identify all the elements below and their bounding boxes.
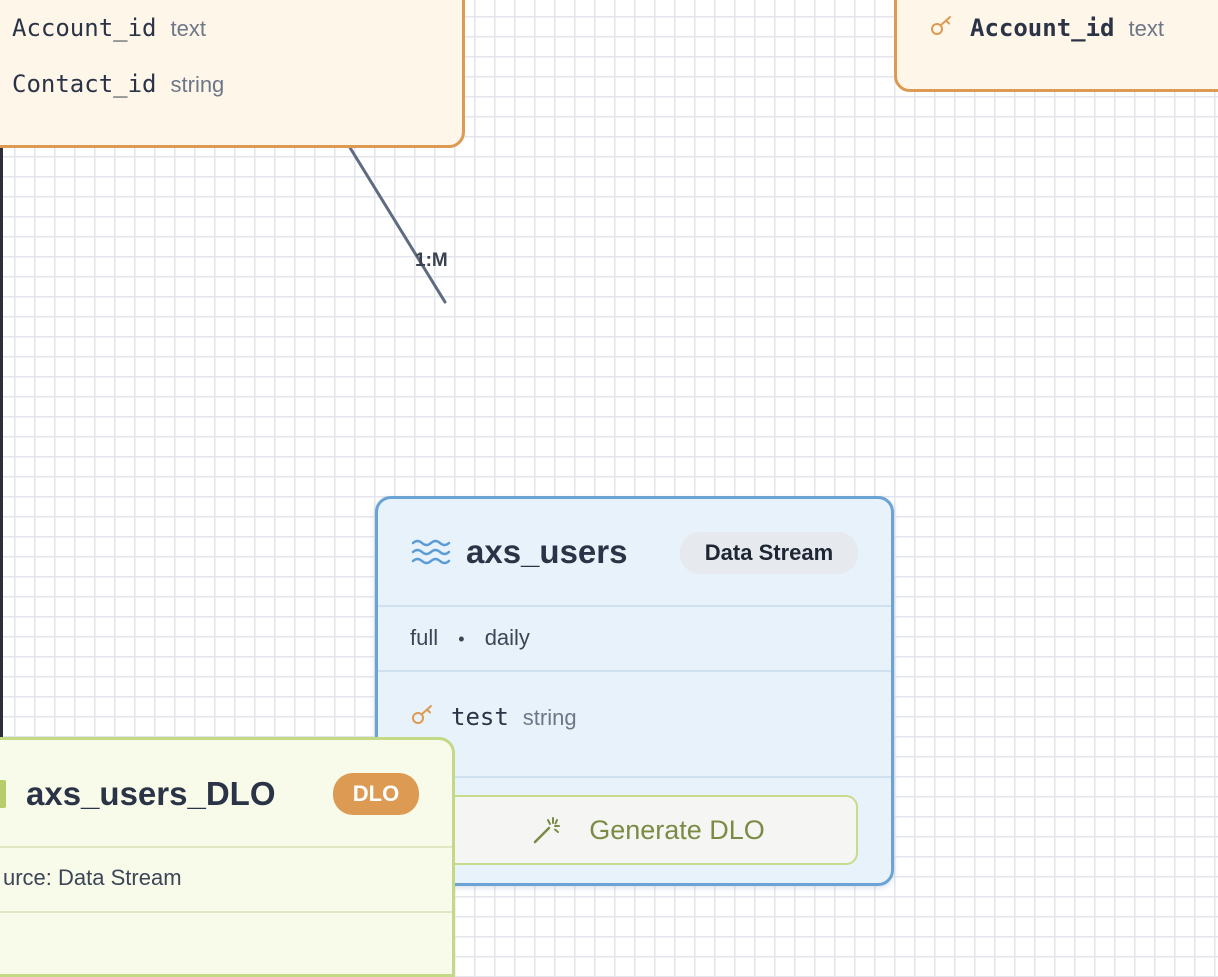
magic-wand-icon [533, 817, 561, 844]
field-row[interactable]: Account_id text [12, 14, 206, 42]
refresh-mode: full [410, 625, 439, 650]
field-row[interactable]: Contact_id string [12, 70, 224, 98]
dlo-badge: DLO [333, 773, 419, 815]
entity-title: axs_users [466, 533, 628, 570]
divider [378, 605, 891, 607]
field-name: Account_id [970, 14, 1115, 42]
field-name: Account_id [12, 14, 157, 42]
field-name: test [451, 703, 509, 731]
stream-waves-icon [411, 539, 451, 565]
canvas-left-edge [0, 0, 3, 942]
dlo-source: urce: Data Stream [3, 865, 182, 890]
generate-dlo-button[interactable]: Generate DLO [438, 795, 858, 865]
divider [378, 776, 891, 778]
meta-separator: • [458, 629, 465, 649]
generate-dlo-label: Generate DLO [589, 814, 765, 845]
divider [0, 911, 452, 913]
field-name: Contact_id [12, 70, 157, 98]
divider [378, 670, 891, 672]
field-row[interactable]: test string [411, 703, 577, 731]
key-icon [931, 16, 951, 35]
data-stream-card[interactable]: axs_users Data Stream full • daily test … [375, 496, 894, 886]
field-type: string [170, 72, 225, 97]
data-stream-badge: Data Stream [680, 532, 858, 574]
entity-title: axs_users_DLO [26, 775, 276, 812]
divider [0, 846, 452, 848]
relationship-edge[interactable] [0, 0, 1218, 942]
dlo-card[interactable]: axs_users_DLO DLO urce: Data Stream [0, 737, 455, 977]
field-type: text [1128, 16, 1164, 41]
stream-meta: full • daily [410, 625, 530, 651]
field-type: string [522, 705, 577, 730]
entity-card-top-right[interactable]: Account_id text [894, 0, 1218, 92]
field-row[interactable]: Account_id text [930, 14, 1164, 42]
entity-card-top-left[interactable]: Account_id text Contact_id string [0, 0, 465, 148]
dlo-type-icon [0, 780, 6, 808]
relationship-label: 1:M [415, 250, 448, 271]
schedule: daily [484, 625, 530, 650]
field-type: text [170, 16, 206, 41]
key-icon [412, 705, 432, 724]
